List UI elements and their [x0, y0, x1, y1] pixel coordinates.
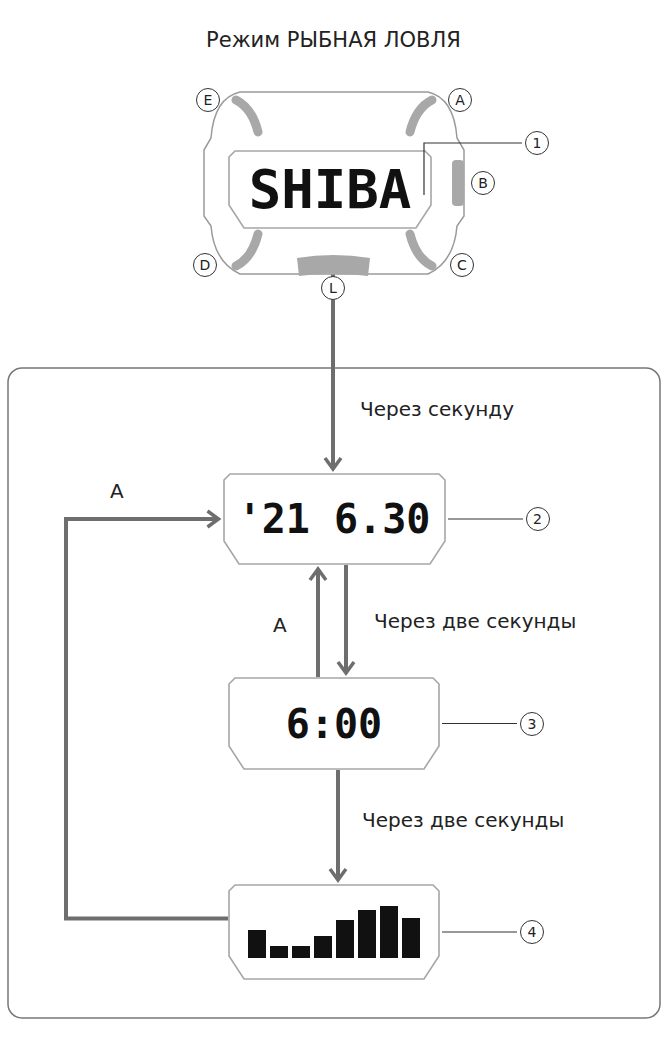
- title: Режим РЫБНАЯ ЛОВЛЯ: [0, 28, 667, 52]
- graph-bar: [314, 936, 332, 958]
- display-frame: [224, 474, 445, 564]
- display-frame: [229, 678, 439, 769]
- callout-number: 3: [520, 712, 544, 736]
- graph-bar: [292, 946, 310, 958]
- graph-bar: [248, 930, 266, 958]
- leader-line: [448, 518, 523, 519]
- arrow-label: A: [271, 613, 289, 637]
- leader-line: [424, 143, 522, 195]
- button-l: [297, 255, 370, 276]
- display-text: SHIBA: [249, 158, 412, 221]
- callout-number: 2: [526, 507, 550, 531]
- display-frame: [229, 151, 431, 228]
- button-a: [410, 100, 432, 132]
- button-c: [410, 234, 432, 266]
- display-box: 6:003: [228, 677, 440, 770]
- arrow-label: Через две секунды: [372, 609, 578, 633]
- watch-case: [204, 92, 464, 274]
- display-text: '21 6.30: [238, 496, 431, 542]
- button-letter: L: [321, 276, 345, 300]
- arrow-label: Через две секунды: [360, 808, 566, 832]
- graph-bar: [358, 910, 376, 958]
- button-d: [236, 234, 258, 266]
- graph-bar: [402, 918, 420, 958]
- display-box: '21 6.302: [223, 473, 446, 565]
- display-box: 4: [228, 884, 440, 980]
- arrow-label: Через секунду: [358, 397, 516, 421]
- button-letter: C: [450, 253, 474, 277]
- display-outline: [228, 884, 440, 980]
- button-letter: E: [196, 88, 220, 112]
- flow-arrow: [66, 519, 228, 919]
- button-e: [236, 100, 258, 132]
- leader-line: [442, 931, 517, 932]
- display-box: SHIBA1: [228, 150, 432, 229]
- graph-bar: [270, 946, 288, 958]
- graph-bar: [336, 920, 354, 958]
- button-b: [452, 160, 464, 206]
- button-letter: A: [448, 88, 472, 112]
- bar-graph: [248, 906, 420, 958]
- button-letter: D: [193, 253, 217, 277]
- flow-arrow: [316, 569, 320, 677]
- display-text: 6:00: [286, 701, 382, 747]
- button-letter: B: [471, 171, 495, 195]
- display-area: '21 6.30: [223, 473, 446, 565]
- callout-number: 1: [525, 131, 549, 155]
- arrow-label: A: [108, 479, 126, 503]
- display-area: 6:00: [228, 677, 440, 770]
- leader-line: [442, 723, 517, 724]
- flow-arrow: [336, 770, 340, 880]
- display-frame: [229, 885, 439, 979]
- display-area: SHIBA: [228, 150, 432, 229]
- graph-bar: [380, 906, 398, 958]
- flow-arrow: [344, 565, 348, 673]
- callout-number: 4: [520, 920, 544, 944]
